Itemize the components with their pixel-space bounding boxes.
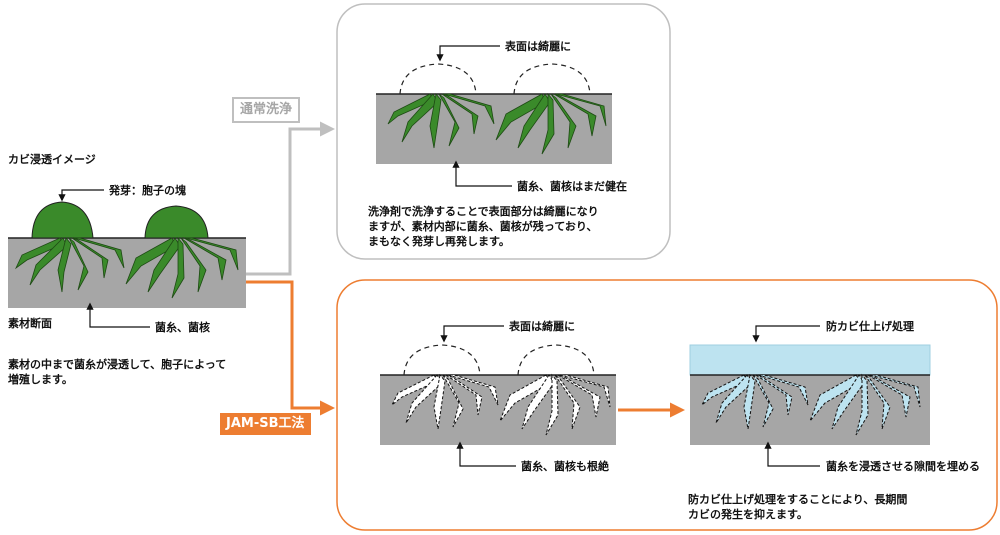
left-description: 素材の中まで菌糸が浸透して、胞子によって 増殖します。	[8, 358, 227, 386]
jam-sb-panel	[336, 279, 998, 531]
removed-spore-outline-left	[399, 63, 477, 95]
connector-to-normal-wash	[245, 121, 335, 276]
removed-spore-outline-left-2	[403, 344, 481, 376]
surface-pointer-jam	[440, 325, 504, 343]
filled-hyphae-left	[701, 373, 809, 430]
normal-wash-description: 洗浄剤で洗浄することで表面部分は綺麗になり ますが、素材内部に菌糸、菌核が残って…	[368, 205, 599, 248]
left-material-section	[8, 189, 246, 328]
removed-spore-outline-right	[513, 63, 591, 95]
hyphae-left	[14, 237, 125, 293]
jam-sb-badge: JAM-SB工法	[220, 413, 311, 435]
hyphae-pointer-normal	[452, 160, 512, 187]
jam-sb-eradication-section	[380, 325, 616, 467]
removed-spore-outline-right-2	[517, 344, 595, 376]
normal-wash-badge: 通常洗浄	[232, 97, 301, 123]
spore-mass-left	[31, 201, 94, 239]
filled-hyphae-right	[809, 373, 921, 436]
hyphae-pointer	[86, 302, 150, 328]
normal-wash-section	[376, 45, 612, 187]
coating-label: 防カビ仕上げ処理	[826, 320, 914, 333]
germ-pointer	[58, 189, 104, 202]
hyphae-label: 菌糸、菌核	[155, 321, 210, 334]
remaining-hyphae-right	[495, 92, 607, 155]
remaining-hyphae-left	[387, 93, 495, 149]
eradicated-hyphae-right	[499, 373, 611, 436]
fill-label: 菌糸を浸透させる隙間を埋める	[826, 460, 980, 473]
coating-layer	[689, 344, 931, 376]
connector-to-jam-sb	[245, 280, 335, 416]
jam-surface-label: 表面は綺麗に	[509, 320, 575, 333]
germ-label: 発芽：胞子の塊	[109, 184, 186, 197]
hyphae-right	[125, 236, 239, 299]
jam-sb-description: 防カビ仕上げ処理をすることにより、長期間 カビの発生を抑えます。	[688, 493, 908, 521]
coating-pointer	[752, 325, 820, 343]
normal-surface-label: 表面は綺麗に	[505, 40, 571, 53]
normal-hyphae-label: 菌糸、菌核はまだ健在	[517, 180, 627, 193]
left-heading: カビ浸透イメージ	[8, 153, 96, 166]
eradicated-hyphae-left	[391, 373, 499, 430]
hyphae-pointer-jam	[456, 441, 516, 467]
spore-mass-right	[144, 205, 209, 239]
jam-sb-coating-section	[689, 325, 931, 467]
jam-hyphae-label: 菌糸、菌核も根絶	[521, 460, 609, 473]
material-label: 素材断面	[8, 317, 52, 330]
surface-pointer-normal	[436, 45, 500, 62]
fill-pointer	[764, 441, 820, 467]
